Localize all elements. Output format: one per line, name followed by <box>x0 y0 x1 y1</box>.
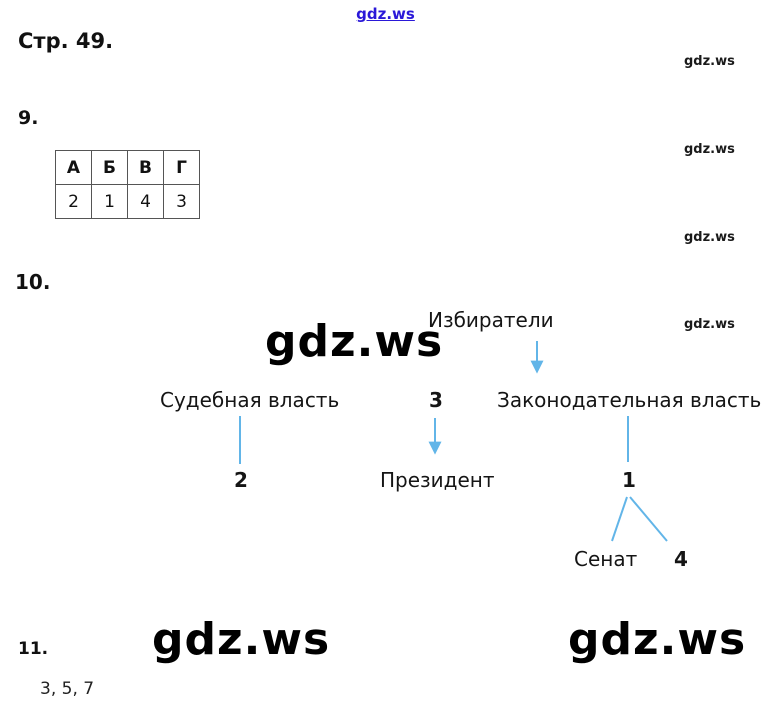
diagram-president-label: Президент <box>380 468 495 492</box>
line-1-to-senate <box>611 496 628 542</box>
section-11-answer: 3, 5, 7 <box>40 679 95 699</box>
table-header-cell: А <box>55 150 92 185</box>
side-watermark: gdz.ws <box>684 230 735 245</box>
side-watermark: gdz.ws <box>684 142 735 157</box>
table-value-cell: 1 <box>91 184 128 219</box>
watermark-large-bottom-right: gdz.ws <box>568 614 747 665</box>
diagram-voters-label: Избиратели <box>428 308 554 332</box>
diagram-number-2: 2 <box>234 468 248 492</box>
answer-table: А Б В Г 2 1 4 3 <box>55 150 200 219</box>
side-watermark: gdz.ws <box>684 317 735 332</box>
section-11-label: 11. <box>18 639 49 659</box>
diagram-number-4: 4 <box>674 547 688 571</box>
side-watermark: gdz.ws <box>684 54 735 69</box>
line-1-to-4 <box>629 496 668 542</box>
diagram-legislative-label: Законодательная власть <box>497 388 762 412</box>
diagram-senate-label: Сенат <box>574 547 638 571</box>
table-header-row: А Б В Г <box>55 150 200 185</box>
table-value-cell: 2 <box>55 184 92 219</box>
watermark-large-middle: gdz.ws <box>265 316 444 367</box>
section-10-label: 10. <box>15 270 51 294</box>
top-watermark-link[interactable]: gdz.ws <box>356 5 415 23</box>
diagram-number-1: 1 <box>622 468 636 492</box>
table-value-cell: 3 <box>163 184 200 219</box>
page-title: Стр. 49. <box>18 29 114 53</box>
table-value-cell: 4 <box>127 184 164 219</box>
watermark-large-bottom-left: gdz.ws <box>152 614 331 665</box>
diagram-number-3: 3 <box>429 388 443 412</box>
table-header-cell: Б <box>91 150 128 185</box>
diagram-judicial-label: Судебная власть <box>160 388 340 412</box>
table-value-row: 2 1 4 3 <box>55 184 200 219</box>
section-9-label: 9. <box>18 107 39 129</box>
table-header-cell: В <box>127 150 164 185</box>
table-header-cell: Г <box>163 150 200 185</box>
